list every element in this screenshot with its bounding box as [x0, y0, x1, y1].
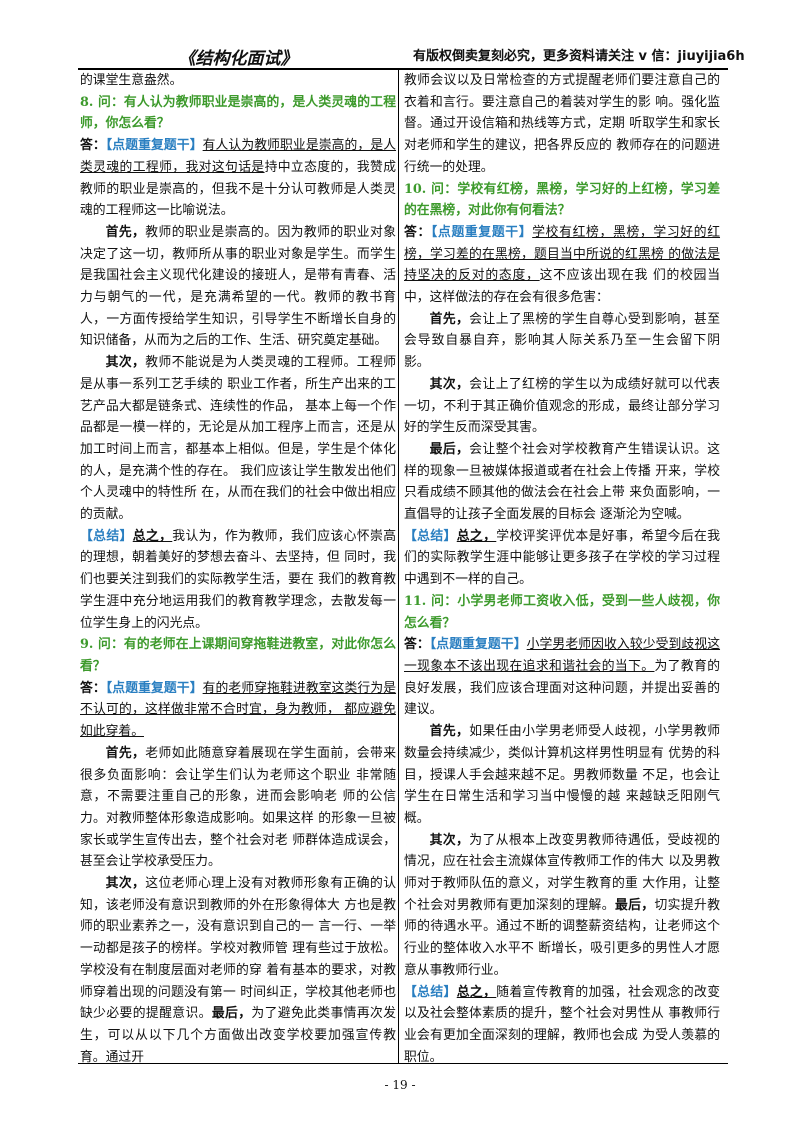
answer-text: 这不应该出现在我 们的校园当中，这样做法的存在会有很多危害： — [404, 268, 720, 306]
point-keyword: 其次， — [429, 376, 470, 392]
point-text: 教师不能说是为人类灵魂的工程师。工程师是从事一系列工艺手续的 职业工作者，所生产… — [80, 355, 397, 523]
summary-tag: 【总结】 — [404, 984, 457, 1000]
point-keyword: 首先， — [429, 311, 470, 327]
underlined-restatement: 小学男老师因收入较少受到歧视这一现象本不该出现在追求和谐社会的当下。 — [404, 637, 721, 674]
summary-keyword: 总之， — [132, 528, 173, 544]
point-keyword: 首先， — [105, 745, 146, 761]
point-keyword: 其次， — [105, 876, 146, 892]
answer-text: 为了教育的良好发展，我们应该合理面对这种问题，并提出妥善的建议。 — [404, 658, 721, 718]
page-number: - 19 - — [384, 1078, 416, 1092]
question-11: 11. 问：小学男老师工资收入低，受到一些人歧视，你怎么看？ — [404, 593, 720, 631]
point-keyword: 其次， — [429, 832, 470, 848]
answer-11-first: 首先，如果任由小学男老师受人歧视，小学男教师数量会持续减少，类似计算机这样男性明… — [404, 721, 720, 830]
header-title: 《结构化面试》 — [178, 49, 298, 69]
topic-tag: 【点题重复题干】 — [429, 637, 527, 653]
column-divider — [398, 68, 399, 1063]
answer-9-second: 其次，这位老师心理上没有对教师形象有正确的认知，该老师没有意识到教师的外在形象得… — [80, 873, 396, 1068]
answer-8-first: 首先，教师的职业是崇高的。因为教师的职业对象决定了这一切，教师所从事的职业对象是… — [80, 222, 396, 352]
point-text: 会让上了黑榜的学生自尊心受到影响，甚至会导致自暴自弃，影响其人际关系乃至一生会留… — [404, 311, 721, 371]
point-text: 会让整个社会对学校教育产生错误认识。这样的现象一旦被媒体报道或者在社会上传播 开… — [404, 441, 721, 523]
summary-keyword: 总之， — [456, 528, 497, 544]
answer-10-second: 其次，会让上了红榜的学生以为成绩好就可以代表一切，不利于其正确价值观念的形成，最… — [404, 374, 720, 439]
page-header: 《结构化面试》 有版权倒卖复刻必究，更多资料请关注 v 信：jiuyijia6h — [78, 40, 745, 69]
point-text: 老师如此随意穿着展现在学生面前，会带来很多负面影响：会让学生们认为老师这个职业 … — [80, 745, 397, 870]
point-text: 为了避免此类事情再次发生，可以从以下几个方面做出改变学校要加强宣传教育。通过开 — [80, 1006, 397, 1065]
answer-8-intro: 答：【点题重复题干】有人认为教师职业是崇高的，是人类灵魂的工程师，我对这句话是持… — [80, 135, 396, 222]
answer-text: 持中立态度的，我赞成教师的职业是崇高的，但我不是十分认可教师是人类灵魂的工程师这… — [80, 159, 397, 219]
answer-label: 答： — [80, 680, 106, 696]
point-keyword: 最后， — [429, 441, 470, 457]
summary-text: 学校评奖评优本是好事，希望今后在我们的实际教学生涯中能够让更多孩子在学校的学习过… — [404, 528, 721, 588]
point-text: 切实提升教师的待遇水平。通过不断的调整薪资结构，让老师这个行业的整体收入水平不 … — [404, 897, 721, 978]
answer-9-intro: 答：【点题重复题干】有的老师穿拖鞋进教室这类行为是不认可的，这样做非常不合时宜，… — [80, 678, 396, 743]
question-10: 10. 问：学校有红榜，黑榜，学习好的上红榜，学习差的在黑榜，对此你有何看法？ — [404, 181, 720, 219]
answer-label: 答： — [80, 138, 106, 154]
question-9: 9. 问：有的老师在上课期间穿拖鞋进教室，对此你怎么看？ — [80, 637, 396, 674]
summary-keyword: 总之， — [456, 984, 497, 1000]
answer-10-summary: 【总结】总之，学校评奖评优本是好事，希望今后在我们的实际教学生涯中能够让更多孩子… — [404, 526, 720, 591]
header-copyright-notice: 有版权倒卖复刻必究，更多资料请关注 v 信：jiuyijia6h — [413, 49, 745, 64]
footer-rule — [78, 1063, 728, 1064]
topic-tag: 【点题重复题干】 — [105, 138, 203, 154]
point-text: 为了从根本上改变男教师待遇低，受歧视的情况，应在社会主流媒体宣传教师工作的伟大 … — [404, 832, 721, 913]
answer-11-intro: 答：【点题重复题干】小学男老师因收入较少受到歧视这一现象本不该出现在追求和谐社会… — [404, 634, 720, 721]
paragraph-continuation: 教师会议以及日常检查的方式提醒老师们要注意自己的衣着和言行。要注意自己的着装对学… — [404, 73, 720, 175]
answer-10-first: 首先，会让上了黑榜的学生自尊心受到影响，甚至会导致自暴自弃，影响其人际关系乃至一… — [404, 309, 720, 374]
summary-tag: 【总结】 — [80, 528, 133, 544]
point-keyword: 首先， — [105, 224, 146, 240]
answer-8-summary: 【总结】总之，我认为，作为教师，我们应该心怀崇高的理想，朝着美好的梦想去奋斗、去… — [80, 526, 396, 635]
question-8: 8. 问：有人认为教师职业是崇高的，是人类灵魂的工程师，你怎么看？ — [80, 94, 396, 132]
answer-label: 答： — [404, 224, 431, 240]
underlined-restatement: 学校有红榜，黑榜，学习好的红榜，学习差的在黑榜，题目当中所说的红黑榜 的做法是持… — [404, 224, 721, 284]
point-keyword: 其次， — [105, 355, 146, 371]
answer-10-intro: 答：【点题重复题干】学校有红榜，黑榜，学习好的红榜，学习差的在黑榜，题目当中所说… — [404, 222, 720, 309]
topic-tag: 【点题重复题干】 — [105, 680, 203, 696]
right-column: 教师会议以及日常检查的方式提醒老师们要注意自己的衣着和言行。要注意自己的着装对学… — [404, 70, 720, 1068]
paragraph-continuation: 的课堂生意盎然。 — [80, 73, 183, 88]
answer-10-last: 最后，会让整个社会对学校教育产生错误认识。这样的现象一旦被媒体报道或者在社会上传… — [404, 439, 720, 526]
summary-text: 随着宣传教育的加强，社会观念的改变以及社会整体素质的提升，整个社会对男性从 事教… — [404, 984, 721, 1065]
topic-tag: 【点题重复题干】 — [430, 224, 533, 240]
summary-tag: 【总结】 — [404, 528, 457, 544]
point-text: 如果任由小学男老师受人歧视，小学男教师数量会持续减少，类似计算机这样男性明显有 … — [404, 724, 721, 826]
underlined-restatement: 有的老师穿拖鞋进教室这类行为是不认可的，这样做非常不合时宜，身为教师， 都应避免… — [80, 680, 397, 740]
point-text: 这位老师心理上没有对教师形象有正确的认知，该老师没有意识到教师的外在形象得体大 … — [80, 876, 397, 1022]
answer-9-first: 首先，老师如此随意穿着展现在学生面前，会带来很多负面影响：会让学生们认为老师这个… — [80, 743, 396, 873]
answer-8-second: 其次，教师不能说是为人类灵魂的工程师。工程师是从事一系列工艺手续的 职业工作者，… — [80, 352, 396, 526]
answer-11-second: 其次，为了从根本上改变男教师待遇低，受歧视的情况，应在社会主流媒体宣传教师工作的… — [404, 830, 720, 982]
answer-label: 答： — [404, 637, 430, 653]
header-rule — [78, 68, 728, 70]
point-text: 教师的职业是崇高的。因为教师的职业对象决定了这一切，教师所从事的职业对象是学生。… — [80, 224, 397, 349]
left-column: 的课堂生意盎然。 8. 问：有人认为教师职业是崇高的，是人类灵魂的工程师，你怎么… — [80, 70, 396, 1068]
summary-text: 我认为，作为教师，我们应该心怀崇高的理想，朝着美好的梦想去奋斗、去坚持，但 同时… — [80, 528, 397, 631]
point-keyword: 最后， — [614, 897, 655, 913]
answer-11-summary: 【总结】总之，随着宣传教育的加强，社会观念的改变以及社会整体素质的提升，整个社会… — [404, 982, 720, 1069]
point-text: 会让上了红榜的学生以为成绩好就可以代表一切，不利于其正确价值观念的形成，最终让部… — [404, 376, 721, 436]
underlined-restatement: 有人认为教师职业是崇高的，是人类灵魂的工程师，我对这句话是 — [80, 138, 397, 175]
point-keyword: 首先， — [429, 724, 470, 740]
point-keyword: 最后， — [211, 1006, 252, 1022]
